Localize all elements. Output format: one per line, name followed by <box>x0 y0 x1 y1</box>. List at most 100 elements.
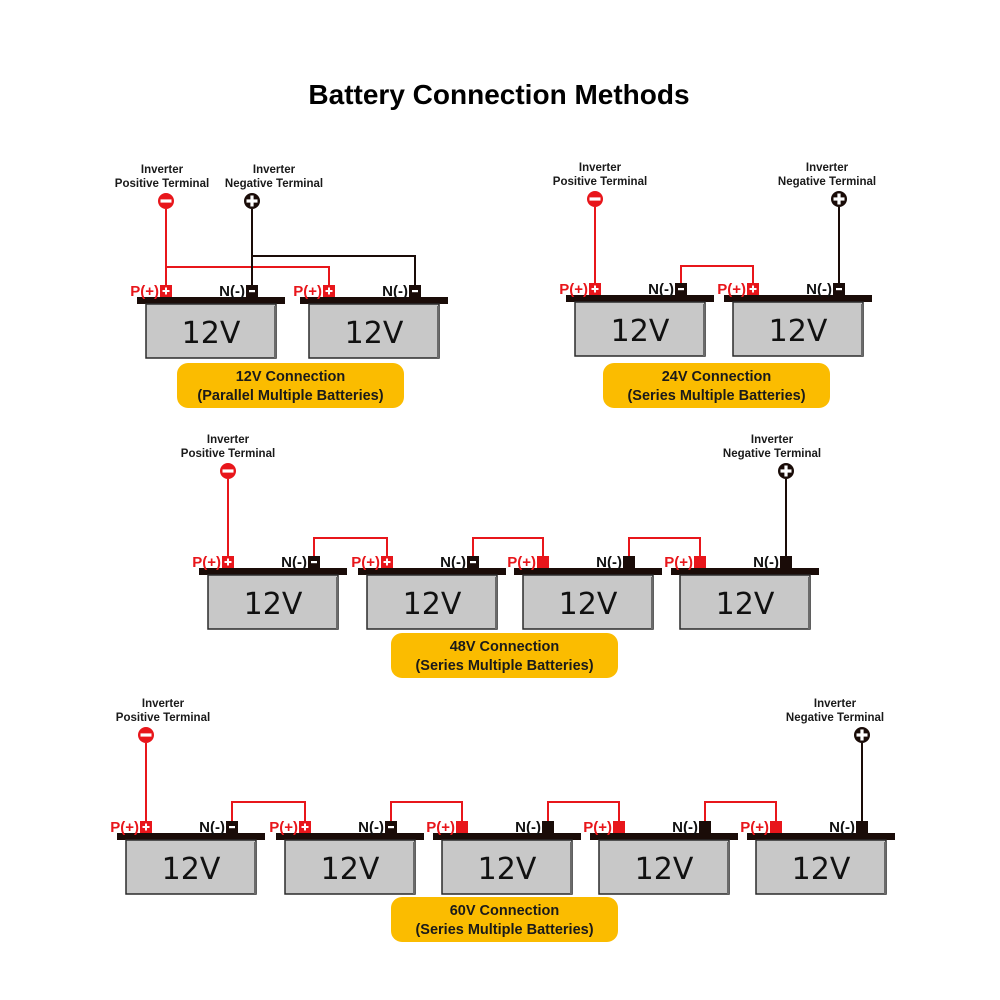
negative-terminal-label: N(-) <box>596 554 622 571</box>
connection-badge: 48V Connection(Series Multiple Batteries… <box>391 633 618 678</box>
plus-v <box>386 558 388 566</box>
red-circle-minus-icon <box>158 193 174 209</box>
red-circle-minus-icon <box>138 727 154 743</box>
red-square-plus-icon <box>323 285 335 297</box>
red-square-plus-icon <box>160 285 172 297</box>
inverter-label-line1: Inverter <box>207 434 250 446</box>
negative-terminal-label: N(-) <box>382 283 408 300</box>
series-jumper-wire <box>313 537 388 556</box>
minus-h <box>249 290 255 293</box>
negative-terminal-label: N(-) <box>281 554 307 571</box>
black-square-minus-icon <box>385 821 397 833</box>
minus-h <box>311 561 317 564</box>
battery-body <box>125 839 257 895</box>
badge-background <box>177 363 404 408</box>
battery-voltage-label: 12V <box>716 587 775 622</box>
positive-terminal-label: P(+) <box>583 819 612 836</box>
badge-background <box>603 363 830 408</box>
positive-terminal-label: P(+) <box>507 554 536 571</box>
negative-terminal-label: N(-) <box>829 819 855 836</box>
red-square-plus-icon <box>140 821 152 833</box>
black-circle-plus-icon <box>854 727 870 743</box>
series-jumper-wire <box>704 801 777 821</box>
red-square-plus-icon <box>613 821 625 833</box>
positive-terminal-post <box>770 821 782 833</box>
series-jumper-wire <box>547 801 620 821</box>
battery-voltage-label: 12V <box>478 852 537 887</box>
plus-v <box>165 287 167 295</box>
red-circle-minus-icon <box>220 463 236 479</box>
battery-voltage-label: 12V <box>792 852 851 887</box>
minus-h <box>412 290 418 293</box>
black-square-minus-icon <box>623 556 635 568</box>
battery-lid <box>117 833 265 840</box>
negative-terminal-label: N(-) <box>199 819 225 836</box>
plus-v <box>752 285 754 293</box>
connection-type: (Series Multiple Batteries) <box>627 388 805 404</box>
panel-60v-connection: 12VP(+)N(-)12VP(+)N(-)12VP(+)N(-)12VP(+)… <box>110 698 895 942</box>
negative-terminal-label: N(-) <box>358 819 384 836</box>
inverter-label-line1: Inverter <box>806 162 849 174</box>
battery-lid <box>358 568 506 575</box>
plus-v <box>227 558 229 566</box>
terminal-bar-horizontal <box>222 469 234 473</box>
battery-lid <box>199 568 347 575</box>
battery-body <box>308 303 440 359</box>
battery-lid <box>300 297 448 304</box>
connection-badge: 12V Connection(Parallel Multiple Batteri… <box>177 363 404 408</box>
battery-voltage-label: 12V <box>403 587 462 622</box>
battery-voltage-label: 12V <box>611 314 670 349</box>
battery-body-shadow <box>254 842 256 894</box>
battery-lid <box>671 568 819 575</box>
series-jumper-wire <box>628 537 701 556</box>
inverter-label-line1: Inverter <box>579 162 622 174</box>
battery-voltage-label: 12V <box>345 316 404 351</box>
negative-terminal-label: N(-) <box>440 554 466 571</box>
negative-terminal-label: N(-) <box>648 281 674 298</box>
battery-body-shadow <box>808 577 810 629</box>
red-square-plus-icon <box>694 556 706 568</box>
negative-terminal-label: N(-) <box>806 281 832 298</box>
negative-terminal-label: N(-) <box>753 554 779 571</box>
positive-terminal-label: P(+) <box>269 819 298 836</box>
battery-lid <box>433 833 581 840</box>
terminal-bar-horizontal <box>160 199 172 203</box>
connection-badge: 60V Connection(Series Multiple Batteries… <box>391 897 618 942</box>
battery-body-shadow <box>336 577 338 629</box>
terminal-bar-vertical <box>860 729 864 741</box>
battery-lid <box>276 833 424 840</box>
negative-terminal-post <box>542 821 554 833</box>
battery-body <box>598 839 730 895</box>
battery-body-shadow <box>703 304 705 356</box>
black-square-minus-icon <box>833 283 845 295</box>
black-square-minus-icon <box>542 821 554 833</box>
negative-terminal-post <box>856 821 868 833</box>
badge-background <box>391 897 618 942</box>
black-square-minus-icon <box>780 556 792 568</box>
black-square-minus-icon <box>409 285 421 297</box>
page-title: Battery Connection Methods <box>308 79 689 110</box>
black-square-minus-icon <box>308 556 320 568</box>
positive-terminal-label: P(+) <box>664 554 693 571</box>
minus-h <box>470 561 476 564</box>
positive-terminal-label: P(+) <box>351 554 380 571</box>
inverter-label-line2: Negative Terminal <box>723 448 821 460</box>
series-jumper-wire <box>680 265 754 283</box>
black-circle-plus-icon <box>831 191 847 207</box>
minus-h <box>229 826 235 829</box>
connection-voltage: 24V Connection <box>662 369 772 385</box>
black-circle-plus-icon <box>244 193 260 209</box>
inverter-label-line2: Negative Terminal <box>786 712 884 724</box>
parallel-positive-bus <box>166 266 330 285</box>
